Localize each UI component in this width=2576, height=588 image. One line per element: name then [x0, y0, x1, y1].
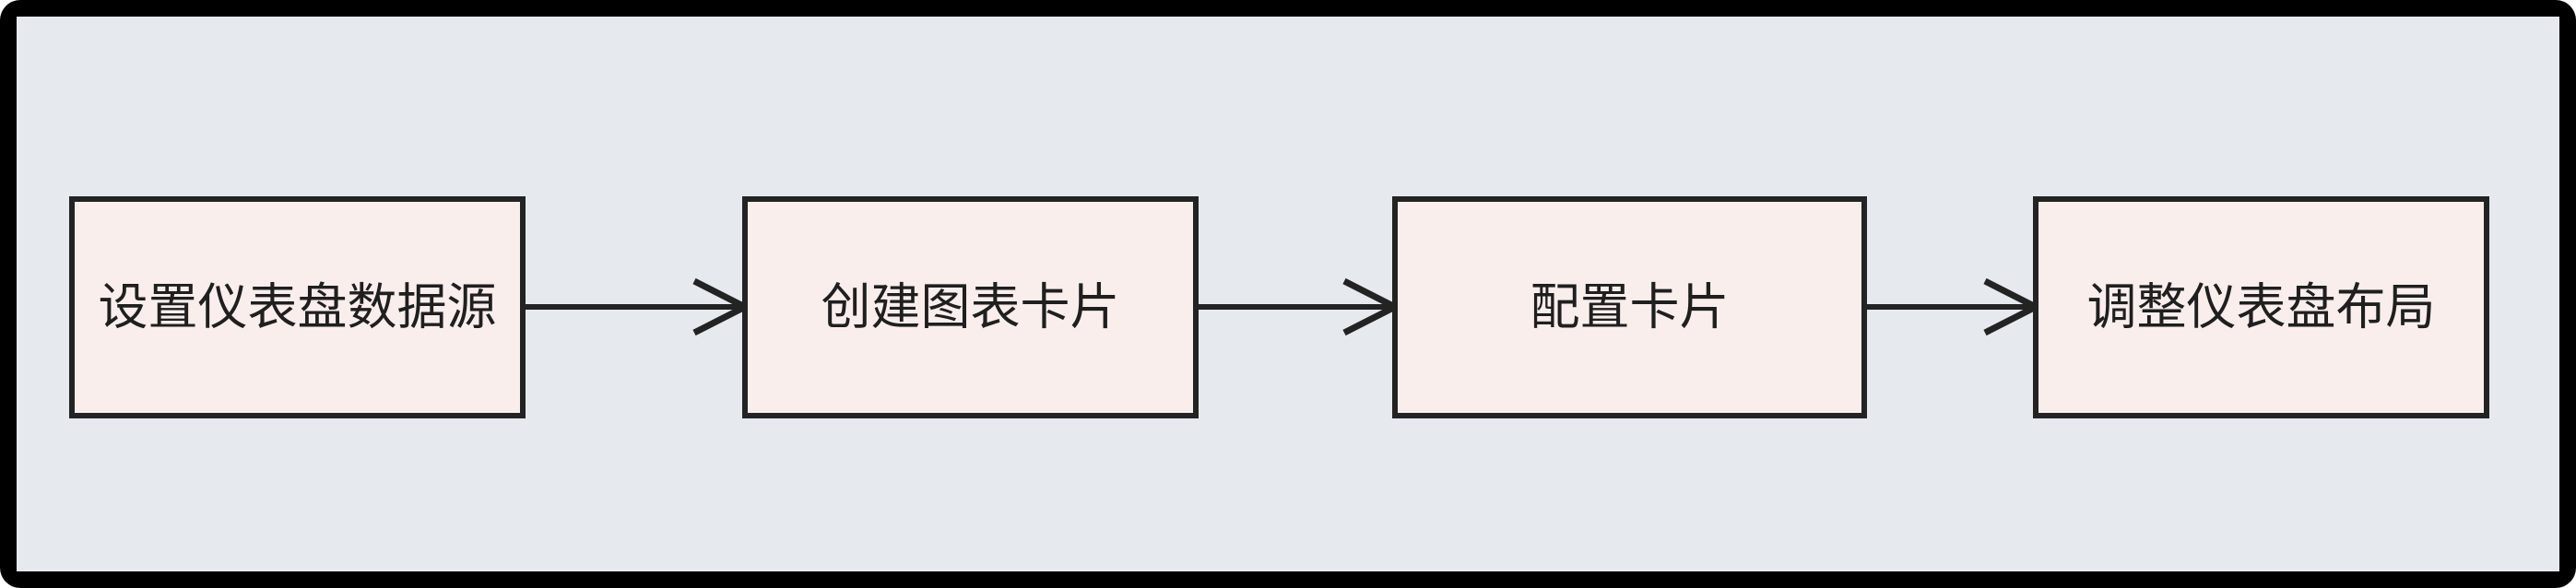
node-label: 调整仪表盘布局	[2087, 278, 2436, 336]
node-label: 设置仪表盘数据源	[99, 278, 497, 336]
edge-n2-n3	[1196, 277, 1402, 336]
node-box[interactable]	[1392, 196, 1867, 418]
flowchart-svg: 设置仪表盘数据源 创建图表卡片 配置卡片 调整仪表盘布局	[69, 196, 2489, 418]
flow-node-create-chart-card[interactable]: 创建图表卡片	[742, 196, 1199, 418]
node-box[interactable]	[2033, 196, 2489, 418]
diagram-canvas: 设置仪表盘数据源 创建图表卡片 配置卡片 调整仪表盘布局	[17, 17, 2559, 571]
flow-node-configure-card[interactable]: 配置卡片	[1392, 196, 1867, 418]
node-label: 创建图表卡片	[821, 278, 1120, 336]
flow-node-adjust-dashboard-layout[interactable]: 调整仪表盘布局	[2033, 196, 2489, 418]
flow-node-set-dashboard-datasource[interactable]: 设置仪表盘数据源	[69, 196, 526, 418]
node-box[interactable]	[742, 196, 1199, 418]
node-box[interactable]	[69, 196, 526, 418]
edge-n3-n4	[1864, 277, 2043, 336]
edge-n1-n2	[523, 277, 752, 336]
node-label: 配置卡片	[1530, 278, 1730, 336]
